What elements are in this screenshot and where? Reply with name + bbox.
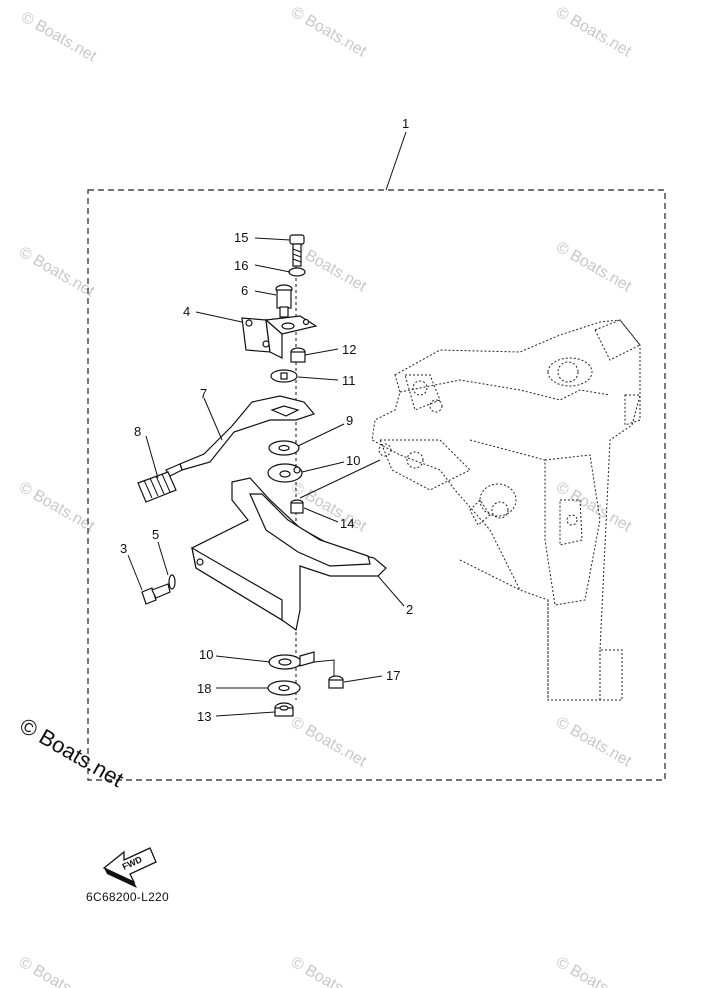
nut-12 — [290, 347, 306, 363]
lever-7 — [165, 395, 316, 477]
watermark: © Boats.net — [553, 714, 635, 771]
callout-4: 4 — [183, 304, 190, 319]
washer-16 — [288, 267, 306, 277]
callout-11: 11 — [342, 373, 356, 388]
collar-14 — [290, 499, 304, 514]
washer-9 — [268, 440, 300, 456]
callout-15: 15 — [234, 230, 248, 245]
bracket-outline — [371, 319, 641, 701]
watermark: © Boats.net — [288, 4, 370, 61]
assembly-frame — [87, 189, 666, 781]
callout-13: 13 — [197, 709, 211, 724]
callout-17: 17 — [386, 668, 400, 683]
callout-labels: 1 2 3 4 5 6 7 8 9 10 10 11 12 13 14 15 1… — [120, 116, 413, 724]
watermark: © Boats.net — [288, 954, 370, 988]
grip-8 — [137, 471, 177, 503]
watermark: © Boats.net — [16, 954, 98, 988]
fwd-arrow-icon: FWD — [102, 847, 157, 888]
callout-18: 18 — [197, 681, 211, 696]
plate-4 — [241, 315, 318, 359]
callout-12: 12 — [342, 342, 356, 357]
callout-5: 5 — [152, 527, 159, 542]
leader-lines — [127, 131, 407, 717]
callout-8: 8 — [134, 424, 141, 439]
nut-17 — [328, 675, 344, 689]
callout-6: 6 — [241, 283, 248, 298]
watermark: © Boats.net — [553, 479, 635, 536]
diagram-code: 6C68200-L220 — [86, 890, 169, 904]
watermark: © Boats.net — [553, 4, 635, 61]
watermark: © Boats.net — [16, 244, 98, 301]
callout-3: 3 — [120, 541, 127, 556]
watermark: © Boats.net — [288, 714, 370, 771]
watermark-layer: © Boats.net © Boats.net © Boats.net © Bo… — [16, 4, 635, 988]
watermark: © Boats.net — [553, 239, 635, 296]
watermark-large: © Boats.net — [16, 713, 128, 792]
bolt-3 — [141, 583, 171, 605]
watermark: © Boats.net — [553, 954, 635, 988]
callout-2: 2 — [406, 602, 413, 617]
callout-7: 7 — [200, 386, 207, 401]
watermark: © Boats.net — [16, 479, 98, 536]
washer-10-upper — [267, 463, 303, 483]
callout-10-upper: 10 — [346, 453, 360, 468]
washer-18 — [267, 680, 301, 696]
bolt-15 — [289, 234, 305, 267]
callout-9: 9 — [346, 413, 353, 428]
callout-14: 14 — [340, 516, 354, 531]
nut-13 — [274, 702, 294, 717]
washer-11 — [270, 369, 298, 383]
callout-16: 16 — [234, 258, 248, 273]
collar-bolt-6 — [275, 284, 293, 318]
callout-1: 1 — [402, 116, 409, 131]
washer-5 — [168, 574, 176, 590]
callout-10-lower: 10 — [199, 647, 213, 662]
bracket-2 — [191, 477, 387, 632]
washer-10-lower — [268, 651, 315, 670]
watermark: © Boats.net — [18, 9, 100, 66]
